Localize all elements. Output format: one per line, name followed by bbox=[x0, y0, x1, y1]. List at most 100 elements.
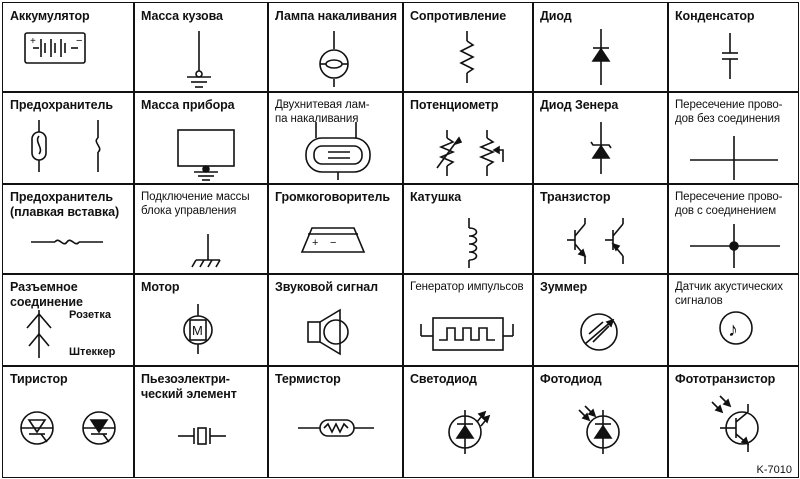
symbol-cell-motor: Мотор M bbox=[133, 273, 269, 367]
svg-text:M: M bbox=[192, 323, 203, 338]
transistor-icon bbox=[567, 218, 624, 264]
svg-text:−: − bbox=[76, 35, 82, 47]
symbol-cell-acoustic: Датчик акустических сигналов ♪ bbox=[667, 273, 799, 367]
symbol-cell-fusible-link: Предохранитель (плавкая вставка) bbox=[2, 183, 135, 275]
wire-crossing-icon bbox=[690, 136, 778, 180]
photodiode-icon bbox=[578, 405, 620, 454]
resistor-icon bbox=[459, 31, 475, 83]
capacitor-icon bbox=[722, 33, 738, 79]
horn-icon bbox=[307, 308, 349, 356]
symbol-label: Транзистор bbox=[540, 190, 611, 204]
symbol-label: Звуковой сигнал bbox=[275, 280, 378, 294]
symbol-label: Зуммер bbox=[540, 280, 588, 294]
symbol-label: Предохранитель bbox=[10, 98, 113, 112]
connector-socket-label: Розетка bbox=[69, 309, 111, 321]
symbol-cell-body-ground: Масса кузова bbox=[133, 2, 269, 93]
ground-icon bbox=[187, 31, 211, 88]
svg-text:+: + bbox=[312, 237, 318, 249]
symbol-label: Пьезоэлектри- ческий элемент bbox=[141, 372, 237, 401]
symbol-cell-buzzer: Зуммер bbox=[532, 273, 669, 367]
symbol-label: Масса кузова bbox=[141, 9, 223, 23]
svg-text:♪: ♪ bbox=[728, 319, 738, 341]
symbol-label: Сопротивление bbox=[410, 9, 507, 23]
symbol-label: Светодиод bbox=[410, 372, 477, 386]
symbol-label: Потенциометр bbox=[410, 98, 499, 112]
symbol-cell-piezo: Пьезоэлектри- ческий элемент bbox=[133, 365, 269, 478]
symbol-cell-lamp: Лампа накаливания bbox=[267, 2, 404, 93]
symbol-cell-coil: Катушка bbox=[402, 183, 534, 275]
symbol-label: Диод bbox=[540, 9, 572, 23]
figure-code: K-7010 bbox=[756, 464, 792, 476]
device-ground-icon bbox=[177, 129, 235, 181]
symbol-label: Катушка bbox=[410, 190, 462, 204]
symbol-label: Разъемное соединение bbox=[10, 280, 83, 309]
lamp-icon bbox=[319, 31, 349, 87]
wire-junction-icon bbox=[690, 224, 780, 268]
coil-icon bbox=[468, 218, 478, 268]
diode-icon bbox=[591, 29, 611, 85]
symbol-label: Фотодиод bbox=[540, 372, 602, 386]
symbol-cell-ecu-ground: Подключение массы блока управления bbox=[133, 183, 269, 275]
connector-icon bbox=[26, 310, 52, 358]
symbol-cell-crossing-yes: Пересечение прово- дов с соединением bbox=[667, 183, 799, 275]
thyristor-icon bbox=[20, 411, 116, 445]
symbol-label: Диод Зенера bbox=[540, 98, 619, 112]
potentiometer-icon bbox=[436, 130, 504, 176]
symbol-label: Тиристор bbox=[10, 372, 68, 386]
symbol-cell-dual-lamp: Двухнитевая лам- па накаливания bbox=[267, 91, 404, 185]
symbol-label: Датчик акустических сигналов bbox=[675, 281, 783, 307]
symbol-label: Фототранзистор bbox=[675, 372, 776, 386]
battery-icon: +− bbox=[24, 32, 86, 64]
symbol-label: Аккумулятор bbox=[10, 9, 90, 23]
symbol-cell-phototransistor: Фототранзистор bbox=[667, 365, 799, 478]
fuse-icon bbox=[31, 120, 101, 172]
pulse-generator-icon bbox=[420, 317, 514, 351]
symbol-cell-diode: Диод bbox=[532, 2, 669, 93]
symbol-label: Генератор импульсов bbox=[410, 281, 524, 293]
symbol-cell-fuse: Предохранитель bbox=[2, 91, 135, 185]
phototransistor-icon bbox=[711, 395, 759, 452]
symbol-cell-led: Светодиод bbox=[402, 365, 534, 478]
symbol-cell-zener: Диод Зенера bbox=[532, 91, 669, 185]
zener-diode-icon bbox=[590, 122, 612, 174]
symbol-cell-crossing-no: Пересечение прово- дов без соединения bbox=[667, 91, 799, 185]
speaker-icon: +− bbox=[300, 227, 366, 253]
symbol-cell-capacitor: Конденсатор bbox=[667, 2, 799, 93]
piezo-icon bbox=[178, 427, 226, 445]
symbol-label: Масса прибора bbox=[141, 98, 235, 112]
symbol-label: Мотор bbox=[141, 280, 180, 294]
symbol-cell-thyristor: Тиристор bbox=[2, 365, 135, 478]
symbol-cell-speaker: Громкоговоритель +− bbox=[267, 183, 404, 275]
svg-text:−: − bbox=[330, 237, 336, 249]
symbol-cell-potentiometer: Потенциометр bbox=[402, 91, 534, 185]
symbol-label: Пересечение прово- дов с соединением bbox=[675, 191, 783, 217]
buzzer-icon bbox=[580, 313, 618, 351]
led-icon bbox=[448, 410, 491, 454]
symbol-label: Двухнитевая лам- па накаливания bbox=[275, 99, 370, 125]
dual-filament-lamp-icon bbox=[305, 122, 371, 180]
motor-icon: M bbox=[183, 304, 213, 354]
symbol-cell-device-ground: Масса прибора bbox=[133, 91, 269, 185]
connector-plug-label: Штеккер bbox=[69, 346, 116, 358]
acoustic-sensor-icon: ♪ bbox=[719, 311, 753, 345]
symbol-cell-pulse-gen: Генератор импульсов bbox=[402, 273, 534, 367]
symbol-cell-photodiode: Фотодиод bbox=[532, 365, 669, 478]
symbol-cell-battery: Аккумулятор +− bbox=[2, 2, 135, 93]
symbol-label: Подключение массы блока управления bbox=[141, 191, 250, 217]
symbol-cell-transistor: Транзистор bbox=[532, 183, 669, 275]
fusible-link-icon bbox=[31, 239, 103, 245]
symbol-cell-resistor: Сопротивление bbox=[402, 2, 534, 93]
svg-text:+: + bbox=[30, 36, 36, 47]
thermistor-icon bbox=[298, 419, 374, 437]
symbol-label: Пересечение прово- дов без соединения bbox=[675, 99, 783, 125]
symbol-label: Громкоговоритель bbox=[275, 190, 390, 204]
symbol-label: Лампа накаливания bbox=[275, 9, 397, 23]
symbol-label: Термистор bbox=[275, 372, 341, 386]
symbol-label: Конденсатор bbox=[675, 9, 755, 23]
symbol-cell-thermistor: Термистор bbox=[267, 365, 404, 478]
ecu-ground-icon bbox=[191, 234, 221, 268]
symbol-label: Предохранитель (плавкая вставка) bbox=[10, 190, 120, 219]
symbol-cell-horn: Звуковой сигнал bbox=[267, 273, 404, 367]
